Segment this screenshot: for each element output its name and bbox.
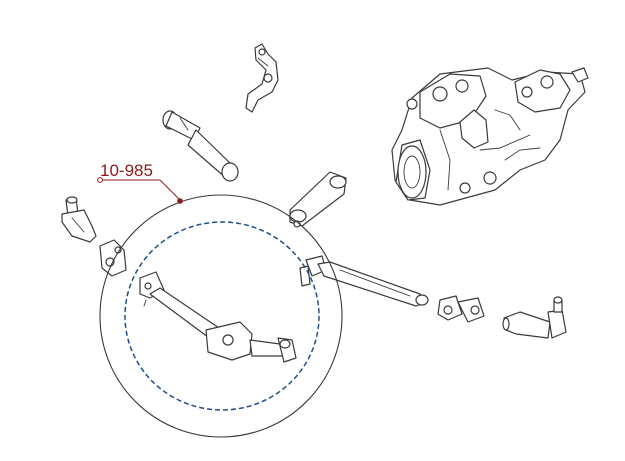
drag-link[interactable] bbox=[139, 271, 297, 363]
callout-label[interactable]: 10-985 bbox=[100, 161, 153, 180]
adjuster-sleeve-right[interactable] bbox=[437, 295, 485, 323]
callout-leader-line bbox=[159, 179, 181, 201]
mounting-bracket[interactable] bbox=[245, 43, 279, 113]
callout-10-985[interactable]: 10-985 bbox=[97, 161, 183, 204]
tie-rod-end-left[interactable] bbox=[61, 196, 97, 243]
detail-inner-dashed-ring bbox=[124, 221, 320, 411]
detail-outer-circle bbox=[99, 194, 343, 438]
adjuster-sleeve-left[interactable] bbox=[99, 239, 127, 277]
tie-rod-right[interactable] bbox=[299, 255, 429, 307]
steering-gear-box[interactable] bbox=[391, 67, 589, 206]
steering-damper[interactable] bbox=[162, 110, 239, 182]
callout-target-dot bbox=[177, 198, 183, 204]
tie-rod-end-right[interactable] bbox=[502, 296, 567, 339]
pitman-arm[interactable] bbox=[289, 171, 347, 228]
